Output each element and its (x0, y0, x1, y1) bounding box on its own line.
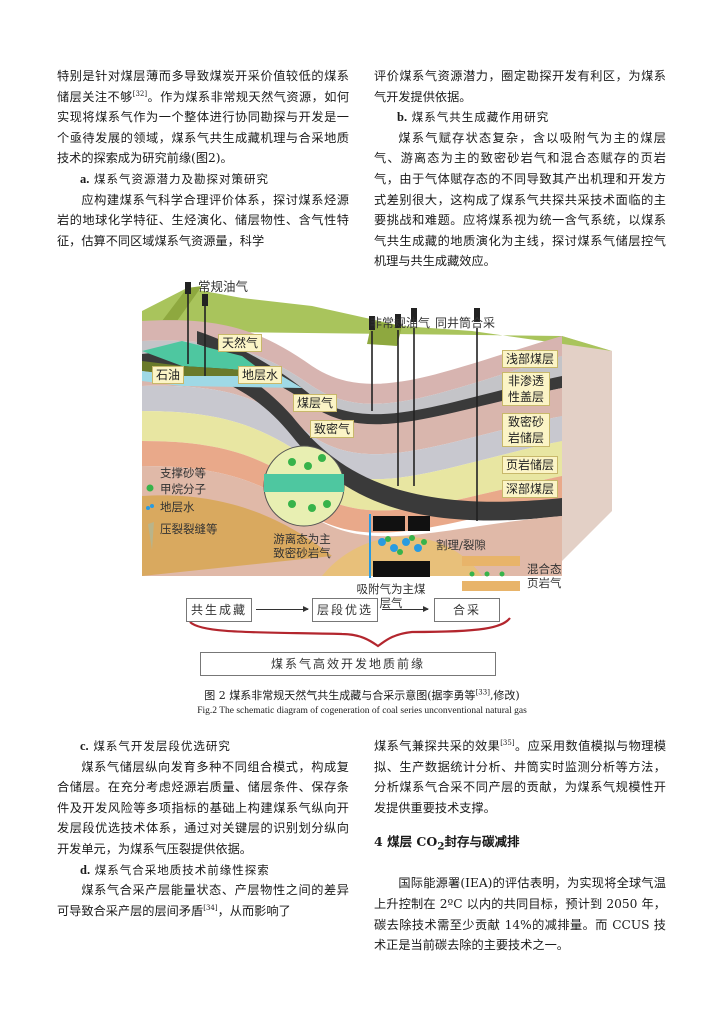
subsection-c-heading: c. 煤系气开发层段优选研究 (80, 739, 231, 753)
arrow-icon (382, 606, 429, 612)
label-deep-coal: 深部煤层 (502, 480, 559, 498)
label-natural-gas: 天然气 (218, 334, 263, 352)
label-cleat: 割理/裂隙 (436, 538, 486, 552)
flow-step-co-production: 合采 (434, 598, 500, 622)
label-adsorbed-cbm: 吸附气为主煤层气 (356, 582, 426, 610)
frontier-box: 煤系气高效开发地质前缘 (200, 652, 496, 676)
geology-cross-section (142, 282, 612, 648)
label-tight-sand: 致密砂岩储层 (502, 413, 550, 447)
paragraph: 煤系气兼探共采的效果[35]。应采用数值模拟与物理模拟、生产数据统计分析、井筒实… (374, 738, 667, 815)
subsection-d-heading: d. 煤系气合采地质技术前缘性探索 (80, 862, 270, 877)
label-impermeable-cap: 非渗透性盖层 (502, 372, 550, 406)
label-oil: 石油 (152, 366, 185, 384)
right-column-top: 评价煤系气资源潜力，圈定勘探开发有利区，为煤系气开发提供依据。 b. 煤系气共生… (374, 66, 666, 272)
paragraph: 国际能源署(IEA)的评估表明，为实现将全球气温上升控制在 2ºC 以内的共同目… (374, 876, 666, 953)
label-shale-reservoir: 页岩储层 (502, 456, 559, 474)
label-shallow-coal: 浅部煤层 (502, 350, 559, 368)
flow-step-cogeneration: 共生成藏 (186, 598, 252, 622)
section-4-heading: 4 煤层 CO2封存与碳减排 (374, 834, 520, 853)
right-column-bottom: 煤系气兼探共采的效果[35]。应采用数值模拟与物理模拟、生产数据统计分析、井筒实… (374, 736, 666, 956)
figure-2-diagram: 常规油气 天然气 石油 地层水 煤层气 非常规油气 同井筒合采 浅部煤层 非渗透… (142, 276, 612, 681)
legend-item-water: 地层水 (160, 500, 195, 514)
paragraph: 煤系气储层纵向发育多种不同组合模式，构成复合储层。在充分考虑烃源岩质量、储层条件… (57, 759, 349, 856)
paragraph: 评价煤系气资源潜力，圈定勘探开发有利区，为煤系气开发提供依据。 (374, 69, 666, 104)
label-free-tight: 游离态为主致密砂岩气 (273, 532, 331, 560)
figure-caption-en: Fig.2 The schematic diagram of cogenerat… (197, 706, 527, 716)
label-conventional: 常规油气 (198, 279, 249, 294)
label-mixed-shale: 混合态页岩气 (527, 562, 562, 590)
subsection-b-heading: b. 煤系气共生成藏作用研究 (397, 110, 550, 125)
left-column-top: 特别是针对煤层薄而多导致煤炭开采价值较低的煤系储层关注不够[32]。作为煤系非常… (57, 66, 349, 251)
paragraph: 煤系气赋存状态复杂，含以吸附气为主的煤层气、游离态为主的致密砂岩气和混合态赋存的… (374, 130, 666, 269)
label-unconventional: 非常规油气 (370, 316, 431, 330)
legend-item-proppant: 支撑砂等 (160, 466, 206, 480)
legend-item-methane: 甲烷分子 (160, 482, 206, 496)
left-column-bottom: c. 煤系气开发层段优选研究 煤系气储层纵向发育多种不同组合模式，构成复合储层。… (57, 736, 349, 921)
paragraph: 应构建煤系气科学合理评价体系，探讨煤系烃源岩的地球化学特征、生烃演化、储层物性、… (57, 192, 349, 248)
paragraph: 特别是针对煤层薄而多导致煤炭开采价值较低的煤系储层关注不够[32]。作为煤系非常… (57, 69, 350, 166)
legend-item-fracture: 压裂裂缝等 (160, 522, 218, 536)
arrow-icon (256, 606, 309, 612)
label-tight-gas: 致密气 (310, 420, 355, 438)
figure-caption-cn: 图 2 煤系非常规天然气共生成藏与合采示意图(据李勇等[33],修改) (204, 688, 520, 702)
paragraph: 煤系气合采产层能量状态、产层物性之间的差异可导致合采产层的层间矛盾[34]，从而… (57, 883, 349, 918)
flow-step-interval-selection: 层段优选 (312, 598, 378, 622)
label-cbm: 煤层气 (293, 394, 338, 412)
label-formation-water: 地层水 (238, 366, 283, 384)
label-same-well: 同井筒合采 (435, 316, 496, 330)
subsection-a-heading: a. 煤系气资源潜力及勘探对策研究 (80, 171, 270, 186)
